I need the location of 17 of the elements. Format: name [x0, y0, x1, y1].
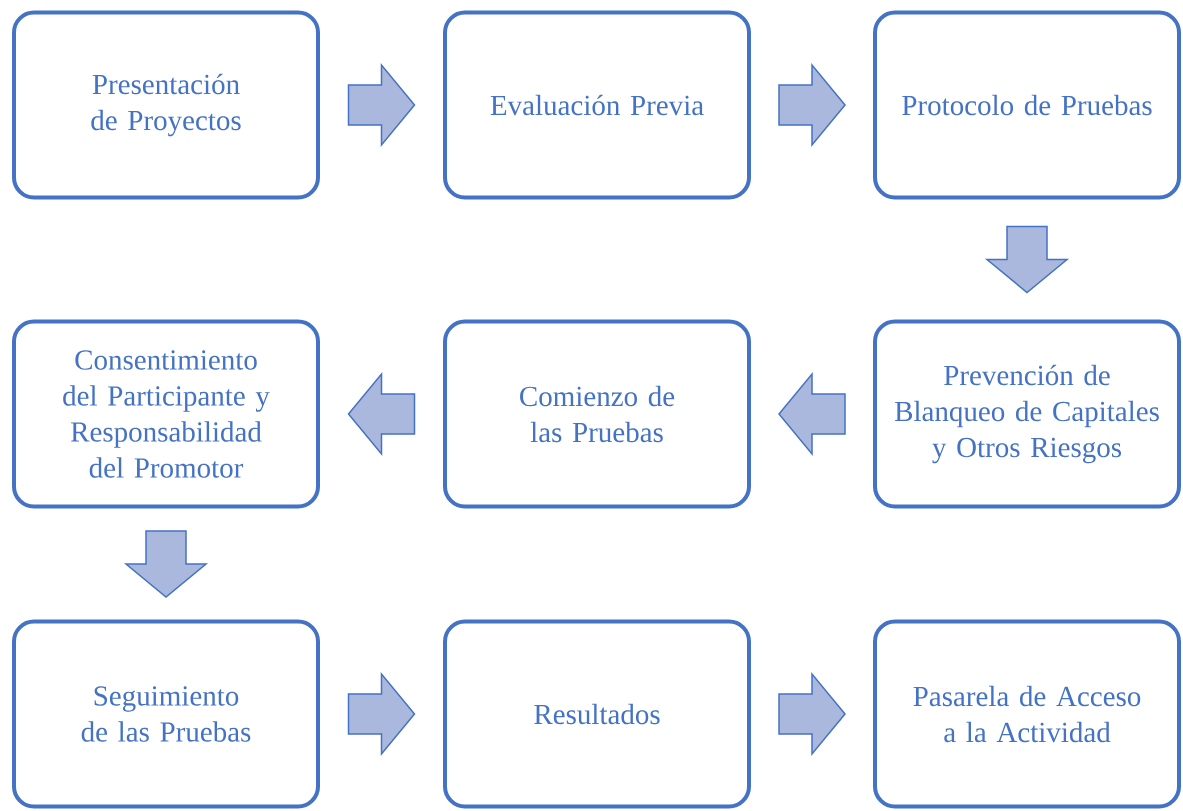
block-arrow [778, 62, 846, 148]
process-box: Presentación de Proyectos [12, 10, 320, 200]
block-arrow [347, 62, 416, 148]
block-arrow [347, 371, 416, 457]
process-box: Seguimiento de las Pruebas [12, 619, 320, 809]
process-box: Prevención de Blanqueo de Capitales y Otros Riesgos [873, 319, 1181, 509]
block-arrow [347, 671, 416, 757]
process-box: Consentimiento del Participante y Responsabilidad del Promotor [12, 319, 320, 509]
block-arrow [778, 671, 846, 757]
process-box: Comienzo de las Pruebas [443, 319, 751, 509]
block-arrow [984, 225, 1070, 294]
process-box: Evaluación Previa [443, 10, 751, 200]
process-box: Pasarela de Acceso a la Actividad [873, 619, 1181, 809]
block-arrow [123, 530, 209, 598]
block-arrow [778, 371, 846, 457]
process-box: Resultados [443, 619, 751, 809]
process-box: Protocolo de Pruebas [873, 10, 1181, 200]
